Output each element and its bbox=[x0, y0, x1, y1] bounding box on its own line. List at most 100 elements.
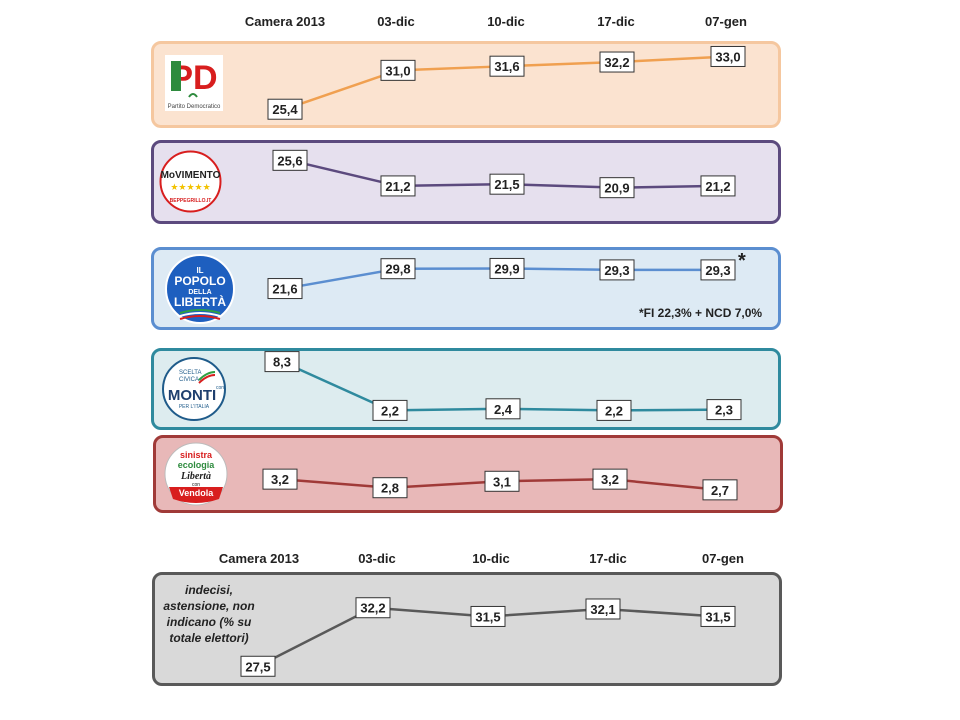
sel-logo-text-4: con bbox=[192, 482, 200, 488]
header-bottom-03-dic: 03-dic bbox=[358, 551, 396, 566]
und-data-label-3: 32,1 bbox=[590, 602, 615, 617]
header-10-dic: 10-dic bbox=[487, 14, 525, 29]
pd-data-label-4: 33,0 bbox=[715, 49, 740, 64]
sel-point-2: 3,1 bbox=[484, 470, 520, 492]
sc-point-0: 8,3 bbox=[264, 351, 300, 373]
pd-logo: PD Partito Democratico bbox=[165, 55, 223, 111]
sc-data-label-4: 2,3 bbox=[715, 403, 733, 418]
m5s-logo-stars: ★★★★★ bbox=[170, 183, 210, 193]
sel-data-label-1: 2,8 bbox=[381, 481, 399, 496]
pd-point-box-3 bbox=[599, 51, 635, 73]
sc-logo-text-4: con bbox=[216, 385, 224, 391]
m5s-point-3: 20,9 bbox=[599, 177, 635, 199]
sel-point-box-1 bbox=[372, 477, 408, 499]
und-point-2: 31,5 bbox=[470, 605, 506, 627]
header-camera-2013: Camera 2013 bbox=[244, 14, 326, 29]
sel-data-label-4: 2,7 bbox=[711, 483, 729, 498]
undecided-label: indecisi, astensione, non indicano (% su… bbox=[163, 583, 255, 645]
sel-point-box-0 bbox=[262, 468, 298, 490]
header-17-dic: 17-dic bbox=[597, 14, 635, 29]
pdl-logo: IL POPOLO DELLA LIBERTÀ bbox=[164, 253, 236, 325]
sel-point-3: 3,2 bbox=[592, 468, 628, 490]
m5s-logo: MoVIMENTO ★★★★★ BEPPEGRILLO.IT bbox=[159, 150, 222, 213]
sel-data-label-0: 3,2 bbox=[271, 472, 289, 487]
m5s-point-box-2 bbox=[489, 173, 525, 195]
und-data-label-1: 32,2 bbox=[360, 601, 385, 616]
m5s-data-label-1: 21,2 bbox=[385, 179, 410, 194]
sel-point-box-2 bbox=[484, 470, 520, 492]
pdl-data-label-3: 29,3 bbox=[604, 263, 629, 278]
pdl-logo-text-4: LIBERTÀ bbox=[174, 294, 226, 309]
pd-data-label-2: 31,6 bbox=[494, 59, 519, 74]
header-bottom-10-dic: 10-dic bbox=[472, 551, 510, 566]
pd-data-label-1: 31,0 bbox=[385, 63, 410, 78]
pdl-point-0: 21,6 bbox=[267, 278, 303, 300]
sel-point-box-3 bbox=[592, 468, 628, 490]
pd-point-1: 31,0 bbox=[380, 59, 416, 81]
m5s-point-4: 21,2 bbox=[700, 175, 736, 197]
und-data-label-0: 27,5 bbox=[245, 659, 270, 674]
sel-data-label-2: 3,1 bbox=[493, 474, 511, 489]
pdl-point-2: 29,9 bbox=[489, 257, 525, 279]
pdl-point-box-3 bbox=[599, 259, 635, 281]
pd-logo-subtext: Partito Democratico bbox=[168, 104, 221, 110]
m5s-point-1: 21,2 bbox=[380, 175, 416, 197]
m5s-data-label-4: 21,2 bbox=[705, 179, 730, 194]
pdl-point-box-1 bbox=[380, 258, 416, 280]
pd-point-box-2 bbox=[489, 55, 525, 77]
pdl-point-1: 29,8 bbox=[380, 258, 416, 280]
sc-point-1: 2,2 bbox=[372, 399, 408, 421]
pdl-data-label-1: 29,8 bbox=[385, 262, 410, 277]
sc-point-box-4 bbox=[706, 399, 742, 421]
m5s-logo-text: MoVIMENTO bbox=[161, 170, 221, 181]
pd-point-4: 33,0 bbox=[710, 45, 746, 67]
sc-logo-text-5: PER L'ITALIA bbox=[179, 404, 210, 410]
pdl-logo-text-1: IL bbox=[196, 266, 203, 275]
m5s-logo-subtext: BEPPEGRILLO.IT bbox=[170, 198, 212, 204]
sc-logo-text-2: CIVICA bbox=[179, 377, 199, 383]
pdl-point-box-4 bbox=[700, 259, 736, 281]
header-07-gen: 07-gen bbox=[705, 14, 747, 29]
und-point-box-4 bbox=[700, 605, 736, 627]
pdl-point-4: 29,3 bbox=[700, 259, 736, 281]
m5s-point-0: 25,6 bbox=[272, 149, 308, 171]
sel-point-4: 2,7 bbox=[702, 479, 738, 501]
m5s-data-label-3: 20,9 bbox=[604, 181, 629, 196]
und-data-label-4: 31,5 bbox=[705, 609, 730, 624]
sc-data-label-1: 2,2 bbox=[381, 403, 399, 418]
und-point-4: 31,5 bbox=[700, 605, 736, 627]
m5s-data-label-0: 25,6 bbox=[277, 153, 302, 168]
pd-point-box-1 bbox=[380, 59, 416, 81]
pd-point-2: 31,6 bbox=[489, 55, 525, 77]
pdl-point-box-2 bbox=[489, 257, 525, 279]
header-03-dic: 03-dic bbox=[377, 14, 415, 29]
pd-point-box-0 bbox=[267, 98, 303, 120]
pdl-asterisk: * bbox=[738, 250, 746, 272]
header-bottom-camera-2013: Camera 2013 bbox=[218, 551, 300, 566]
sc-point-box-1 bbox=[372, 399, 408, 421]
m5s-data-label-2: 21,5 bbox=[494, 177, 519, 192]
pd-point-0: 25,4 bbox=[267, 98, 303, 120]
band-pdl bbox=[151, 247, 781, 330]
band-sc bbox=[151, 348, 781, 430]
sc-data-label-3: 2,2 bbox=[605, 403, 623, 418]
band-m5s bbox=[151, 140, 781, 224]
sel-logo-text-1: sinistra bbox=[180, 450, 213, 460]
sel-logo-text-5: Vendola bbox=[179, 488, 215, 498]
m5s-point-box-3 bbox=[599, 177, 635, 199]
header-bottom-07-gen: 07-gen bbox=[702, 551, 744, 566]
und-point-box-1 bbox=[355, 597, 391, 619]
m5s-point-2: 21,5 bbox=[489, 173, 525, 195]
sel-point-box-4 bbox=[702, 479, 738, 501]
scelta-civica-logo: SCELTA CIVICA MONTI con PER L'ITALIA bbox=[159, 356, 229, 422]
sel-point-1: 2,8 bbox=[372, 477, 408, 499]
und-point-1: 32,2 bbox=[355, 597, 391, 619]
sc-logo-text-3: MONTI bbox=[168, 387, 216, 404]
header-bottom-17-dic: 17-dic bbox=[589, 551, 627, 566]
sc-point-box-0 bbox=[264, 351, 300, 373]
sc-data-label-0: 8,3 bbox=[273, 355, 291, 370]
sel-data-label-3: 3,2 bbox=[601, 472, 619, 487]
pd-data-label-0: 25,4 bbox=[272, 102, 298, 117]
pd-point-3: 32,2 bbox=[599, 51, 635, 73]
